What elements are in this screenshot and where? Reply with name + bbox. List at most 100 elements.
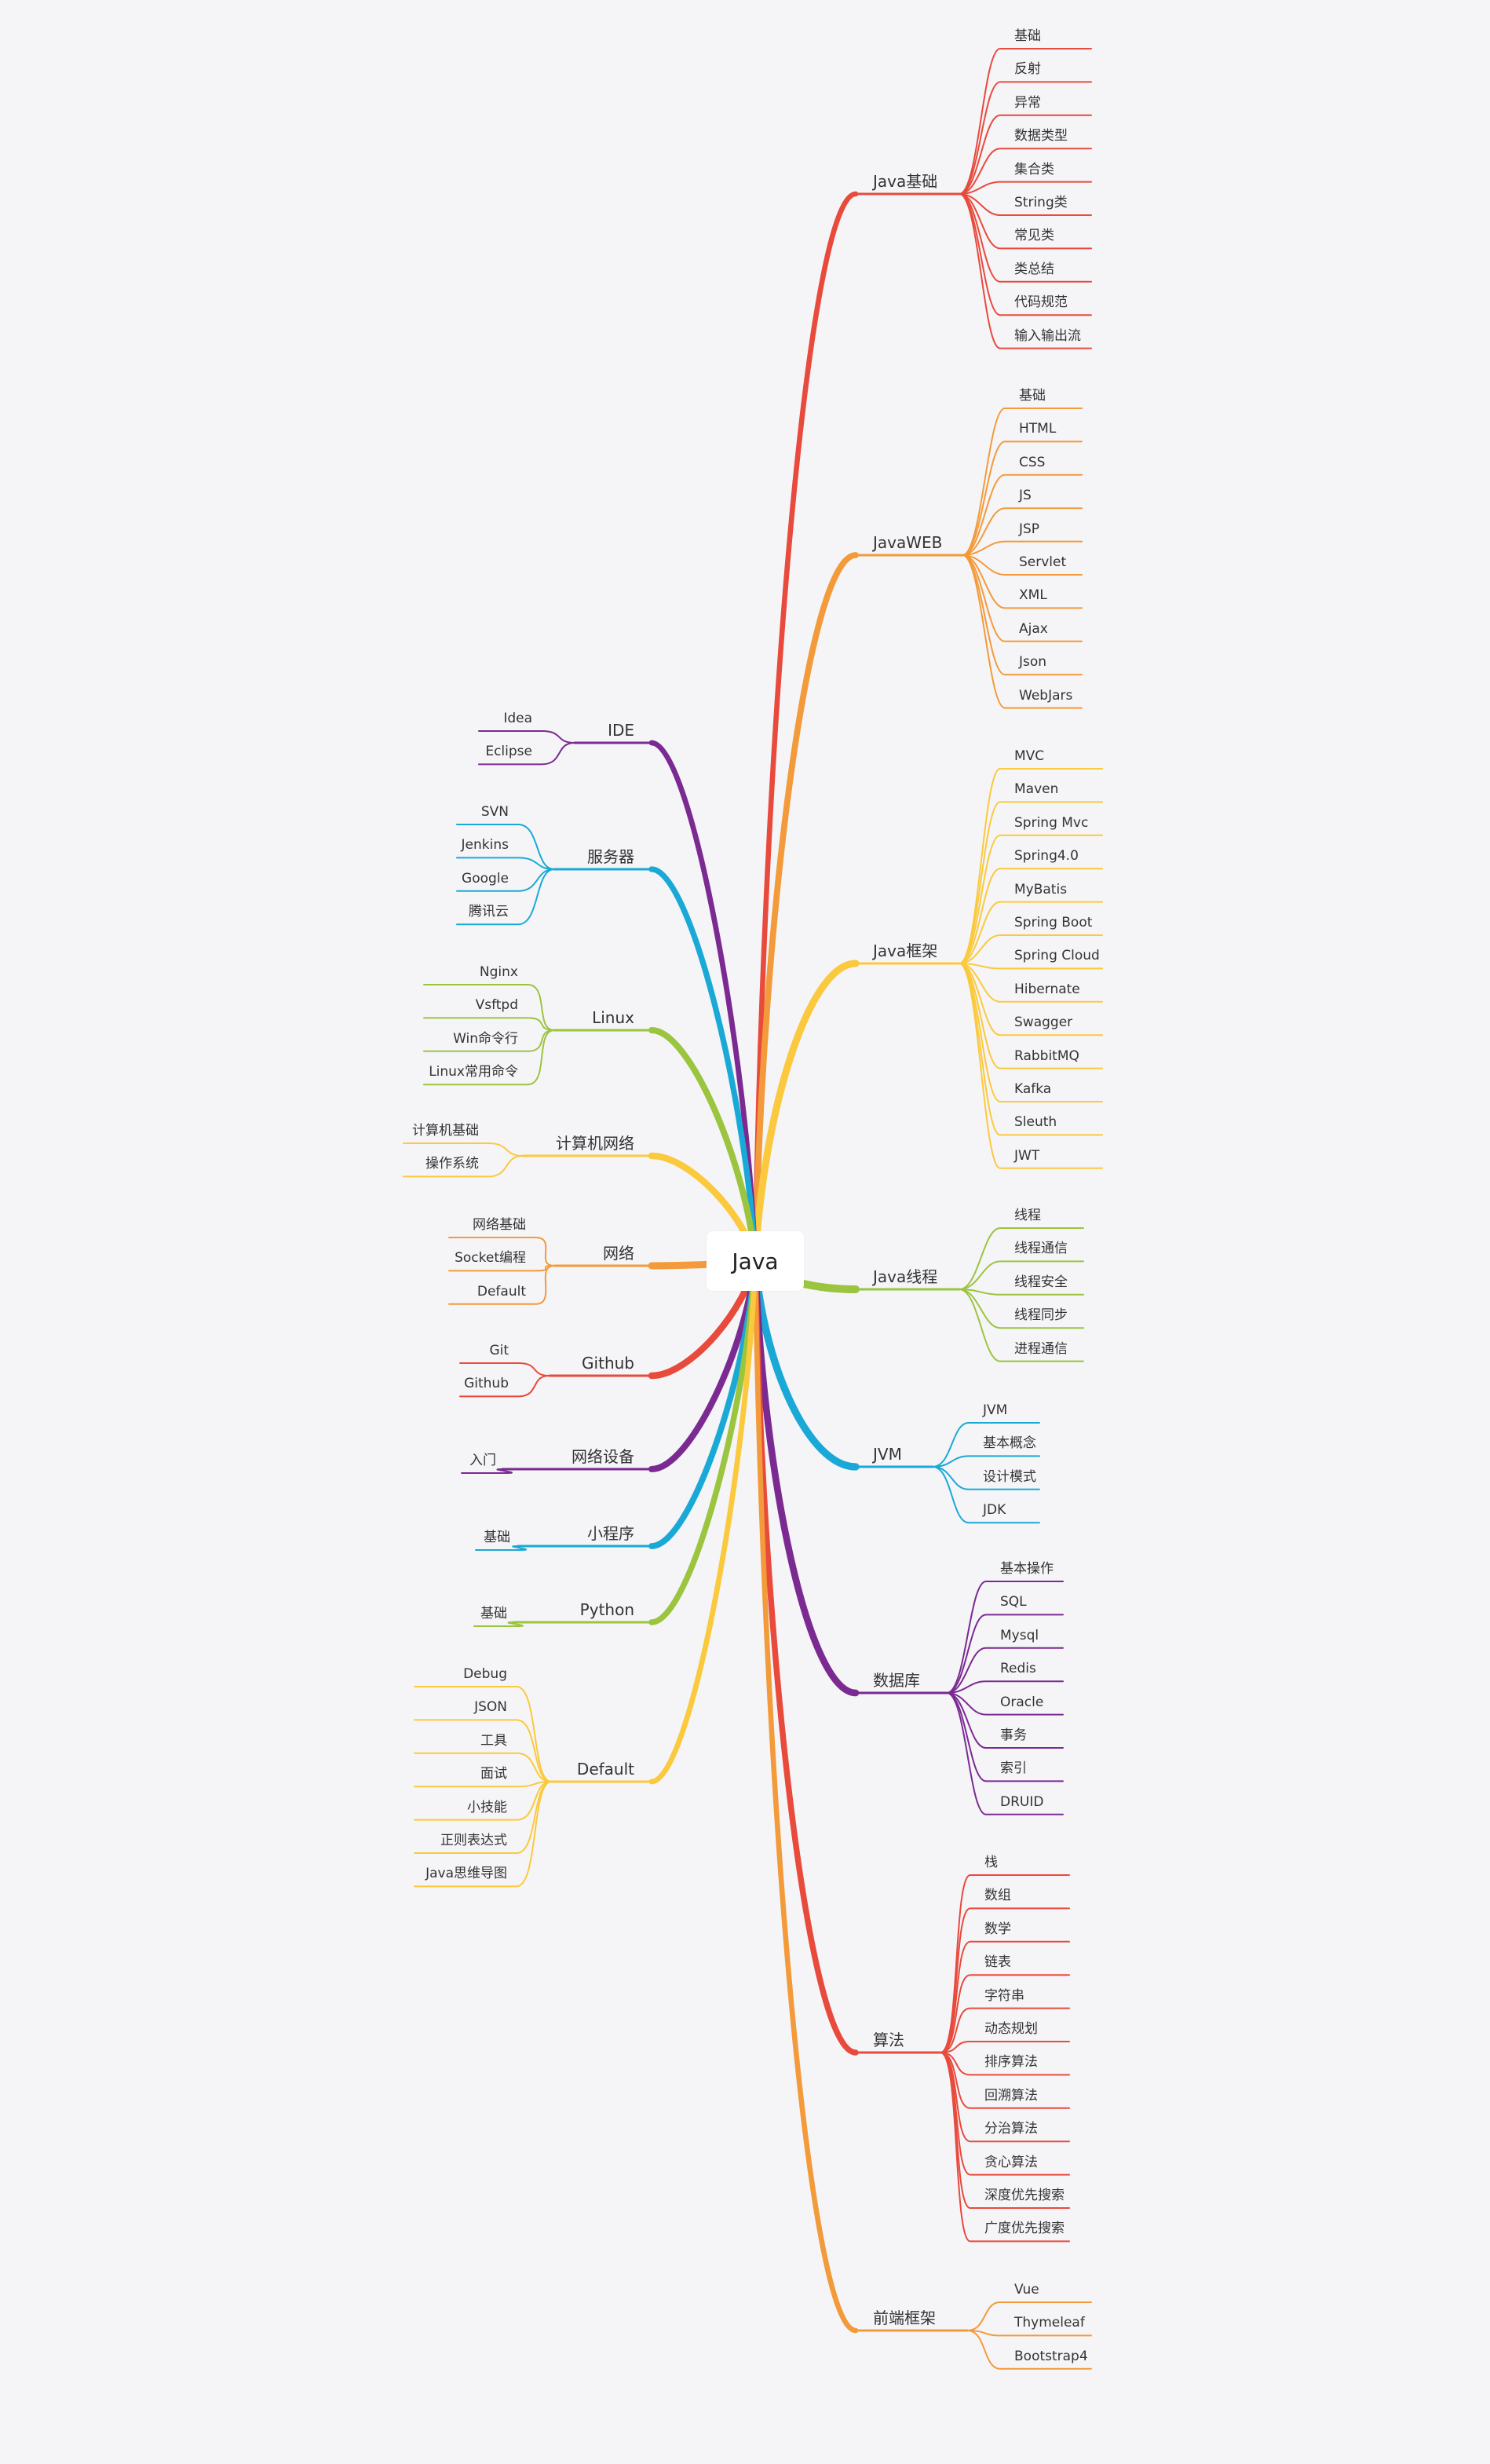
leaf-label[interactable]: Spring Mvc [1014, 814, 1089, 831]
leaf-label[interactable]: 反射 [1014, 61, 1041, 78]
leaf-label[interactable]: 计算机基础 [412, 1123, 479, 1139]
leaf-label[interactable]: 索引 [1000, 1760, 1027, 1777]
leaf-label[interactable]: Git [489, 1343, 509, 1358]
leaf-label[interactable]: 工具 [480, 1732, 507, 1749]
leaf-label[interactable]: Ajax [1019, 620, 1048, 637]
leaf-label[interactable]: Socket编程 [455, 1250, 526, 1267]
leaf-label[interactable]: Eclipse [485, 744, 532, 760]
leaf-label[interactable]: Maven [1014, 781, 1059, 798]
leaf-label[interactable]: 基础 [484, 1530, 510, 1545]
branch-label-4[interactable]: JVM [873, 1445, 902, 1464]
leaf-label[interactable]: Idea [503, 711, 532, 726]
leaf-label[interactable]: Servlet [1019, 554, 1067, 570]
leaf-label[interactable]: JVM [983, 1402, 1008, 1418]
leaf-label[interactable]: 深度优先搜索 [984, 2188, 1065, 2203]
branch-label-left-9[interactable]: Default [576, 1760, 634, 1779]
leaf-label[interactable]: 面试 [480, 1766, 507, 1782]
leaf-label[interactable]: 数组 [984, 1888, 1011, 1904]
leaf-label[interactable]: DRUID [1000, 1793, 1044, 1810]
branch-label-7[interactable]: 前端框架 [873, 2309, 936, 2327]
leaf-label[interactable]: MyBatis [1014, 881, 1068, 897]
branch-label-5[interactable]: 数据库 [873, 1671, 920, 1690]
branch-label-left-0[interactable]: IDE [608, 721, 634, 740]
leaf-label[interactable]: Bootstrap4 [1014, 2348, 1088, 2364]
branch-label-left-8[interactable]: Python [579, 1600, 634, 1619]
leaf-label[interactable]: 线程安全 [1014, 1274, 1068, 1290]
leaf-label[interactable]: 小技能 [467, 1799, 507, 1815]
leaf-label[interactable]: Spring Boot [1014, 915, 1093, 930]
leaf-label[interactable]: 操作系统 [425, 1156, 479, 1172]
leaf-label[interactable]: 基础 [1014, 28, 1041, 44]
leaf-label[interactable]: 基础 [480, 1606, 507, 1621]
leaf-label[interactable]: Json [1019, 654, 1047, 671]
leaf-label[interactable]: Sleuth [1014, 1114, 1057, 1131]
branch-label-left-7[interactable]: 小程序 [587, 1524, 634, 1543]
branch-label-left-1[interactable]: 服务器 [587, 847, 634, 866]
leaf-label[interactable]: HTML [1019, 421, 1057, 437]
leaf-label[interactable]: 栈 [984, 1855, 998, 1870]
leaf-label[interactable]: 数学 [984, 1921, 1011, 1937]
branch-label-left-2[interactable]: Linux [592, 1008, 634, 1027]
root-node[interactable]: Java [707, 1231, 804, 1291]
leaf-label[interactable]: Vue [1014, 2282, 1039, 2298]
leaf-label[interactable]: JDK [983, 1502, 1006, 1519]
leaf-label[interactable]: JSP [1019, 521, 1040, 537]
branch-label-6[interactable]: 算法 [873, 2031, 904, 2049]
leaf-label[interactable]: 线程同步 [1014, 1307, 1068, 1324]
leaf-label[interactable]: Google [462, 870, 509, 887]
leaf-label[interactable]: 正则表达式 [440, 1833, 507, 1848]
leaf-label[interactable]: 排序算法 [984, 2054, 1038, 2071]
leaf-label[interactable]: String类 [1014, 195, 1068, 210]
leaf-label[interactable]: Spring Cloud [1014, 948, 1100, 964]
leaf-label[interactable]: 广度优先搜索 [984, 2221, 1065, 2237]
leaf-label[interactable]: Thymeleaf [1014, 2315, 1085, 2331]
leaf-label[interactable]: SQL [1000, 1594, 1027, 1610]
leaf-label[interactable]: WebJars [1019, 687, 1073, 704]
leaf-label[interactable]: Jenkins [461, 837, 509, 854]
branch-label-3[interactable]: Java线程 [873, 1267, 938, 1286]
leaf-label[interactable]: 基本操作 [1000, 1561, 1054, 1577]
branch-label-left-6[interactable]: 网络设备 [572, 1447, 634, 1466]
leaf-label[interactable]: 异常 [1014, 94, 1041, 111]
leaf-label[interactable]: XML [1019, 587, 1047, 604]
leaf-label[interactable]: 集合类 [1014, 161, 1054, 177]
leaf-label[interactable]: 事务 [1000, 1727, 1027, 1743]
leaf-label[interactable]: Vsftpd [475, 997, 518, 1014]
leaf-label[interactable]: 链表 [984, 1954, 1011, 1971]
leaf-label[interactable]: 输入输出流 [1014, 327, 1081, 344]
leaf-label[interactable]: 线程 [1014, 1208, 1041, 1223]
leaf-label[interactable]: Github [464, 1376, 509, 1392]
branch-label-1[interactable]: JavaWEB [873, 533, 943, 552]
leaf-label[interactable]: Debug [463, 1666, 507, 1682]
leaf-label[interactable]: Redis [1000, 1661, 1036, 1677]
leaf-label[interactable]: SVN [480, 804, 509, 820]
leaf-label[interactable]: Swagger [1014, 1014, 1073, 1031]
leaf-label[interactable]: 腾讯云 [469, 904, 509, 920]
branch-label-left-4[interactable]: 网络 [603, 1244, 634, 1263]
leaf-label[interactable]: 数据类型 [1014, 128, 1068, 144]
leaf-label[interactable]: 回溯算法 [984, 2087, 1038, 2104]
branch-label-0[interactable]: Java基础 [873, 172, 938, 191]
leaf-label[interactable]: 基本概念 [983, 1435, 1036, 1452]
leaf-label[interactable]: Kafka [1014, 1081, 1052, 1097]
leaf-label[interactable]: 分治算法 [984, 2121, 1038, 2137]
leaf-label[interactable]: Spring4.0 [1014, 848, 1079, 865]
branch-label-left-3[interactable]: 计算机网络 [556, 1134, 634, 1153]
leaf-label[interactable]: Linux常用命令 [429, 1064, 518, 1080]
leaf-label[interactable]: Default [477, 1283, 526, 1300]
leaf-label[interactable]: 动态规划 [984, 2021, 1038, 2037]
leaf-label[interactable]: Java思维导图 [425, 1866, 507, 1882]
leaf-label[interactable]: RabbitMQ [1014, 1047, 1079, 1064]
branch-label-2[interactable]: Java框架 [873, 941, 938, 960]
leaf-label[interactable]: 进程通信 [1014, 1340, 1068, 1357]
leaf-label[interactable]: 入门 [469, 1453, 496, 1468]
leaf-label[interactable]: 设计模式 [983, 1468, 1036, 1485]
leaf-label[interactable]: 代码规范 [1014, 294, 1068, 311]
leaf-label[interactable]: 贪心算法 [984, 2154, 1038, 2170]
leaf-label[interactable]: MVC [1014, 748, 1045, 764]
leaf-label[interactable]: JSON [474, 1699, 507, 1716]
leaf-label[interactable]: Mysql [1000, 1627, 1039, 1643]
leaf-label[interactable]: Nginx [479, 964, 518, 980]
leaf-label[interactable]: 常见类 [1014, 228, 1054, 244]
leaf-label[interactable]: 网络基础 [473, 1217, 526, 1233]
